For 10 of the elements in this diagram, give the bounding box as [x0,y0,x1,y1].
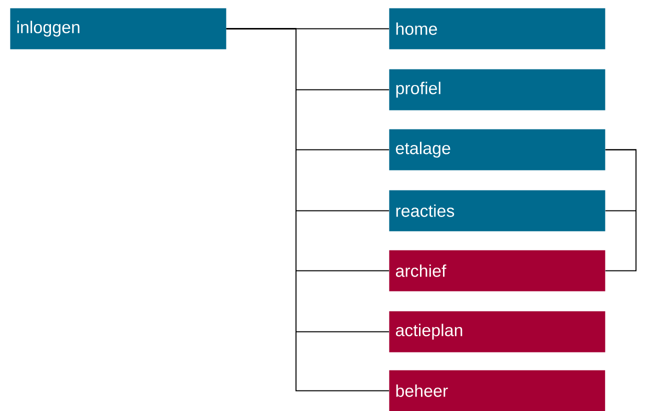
menu-box: reacties [389,190,606,232]
menu-box: archief [389,250,606,292]
menu-box: home [389,8,606,50]
connector-line [226,28,390,392]
menu-box: beheer [389,370,606,411]
menu-box: inloggen [10,8,226,50]
menu-box: actieplan [389,311,606,352]
menu-box: etalage [389,129,606,170]
connector-line [604,149,636,272]
menu-box: profiel [389,69,606,110]
